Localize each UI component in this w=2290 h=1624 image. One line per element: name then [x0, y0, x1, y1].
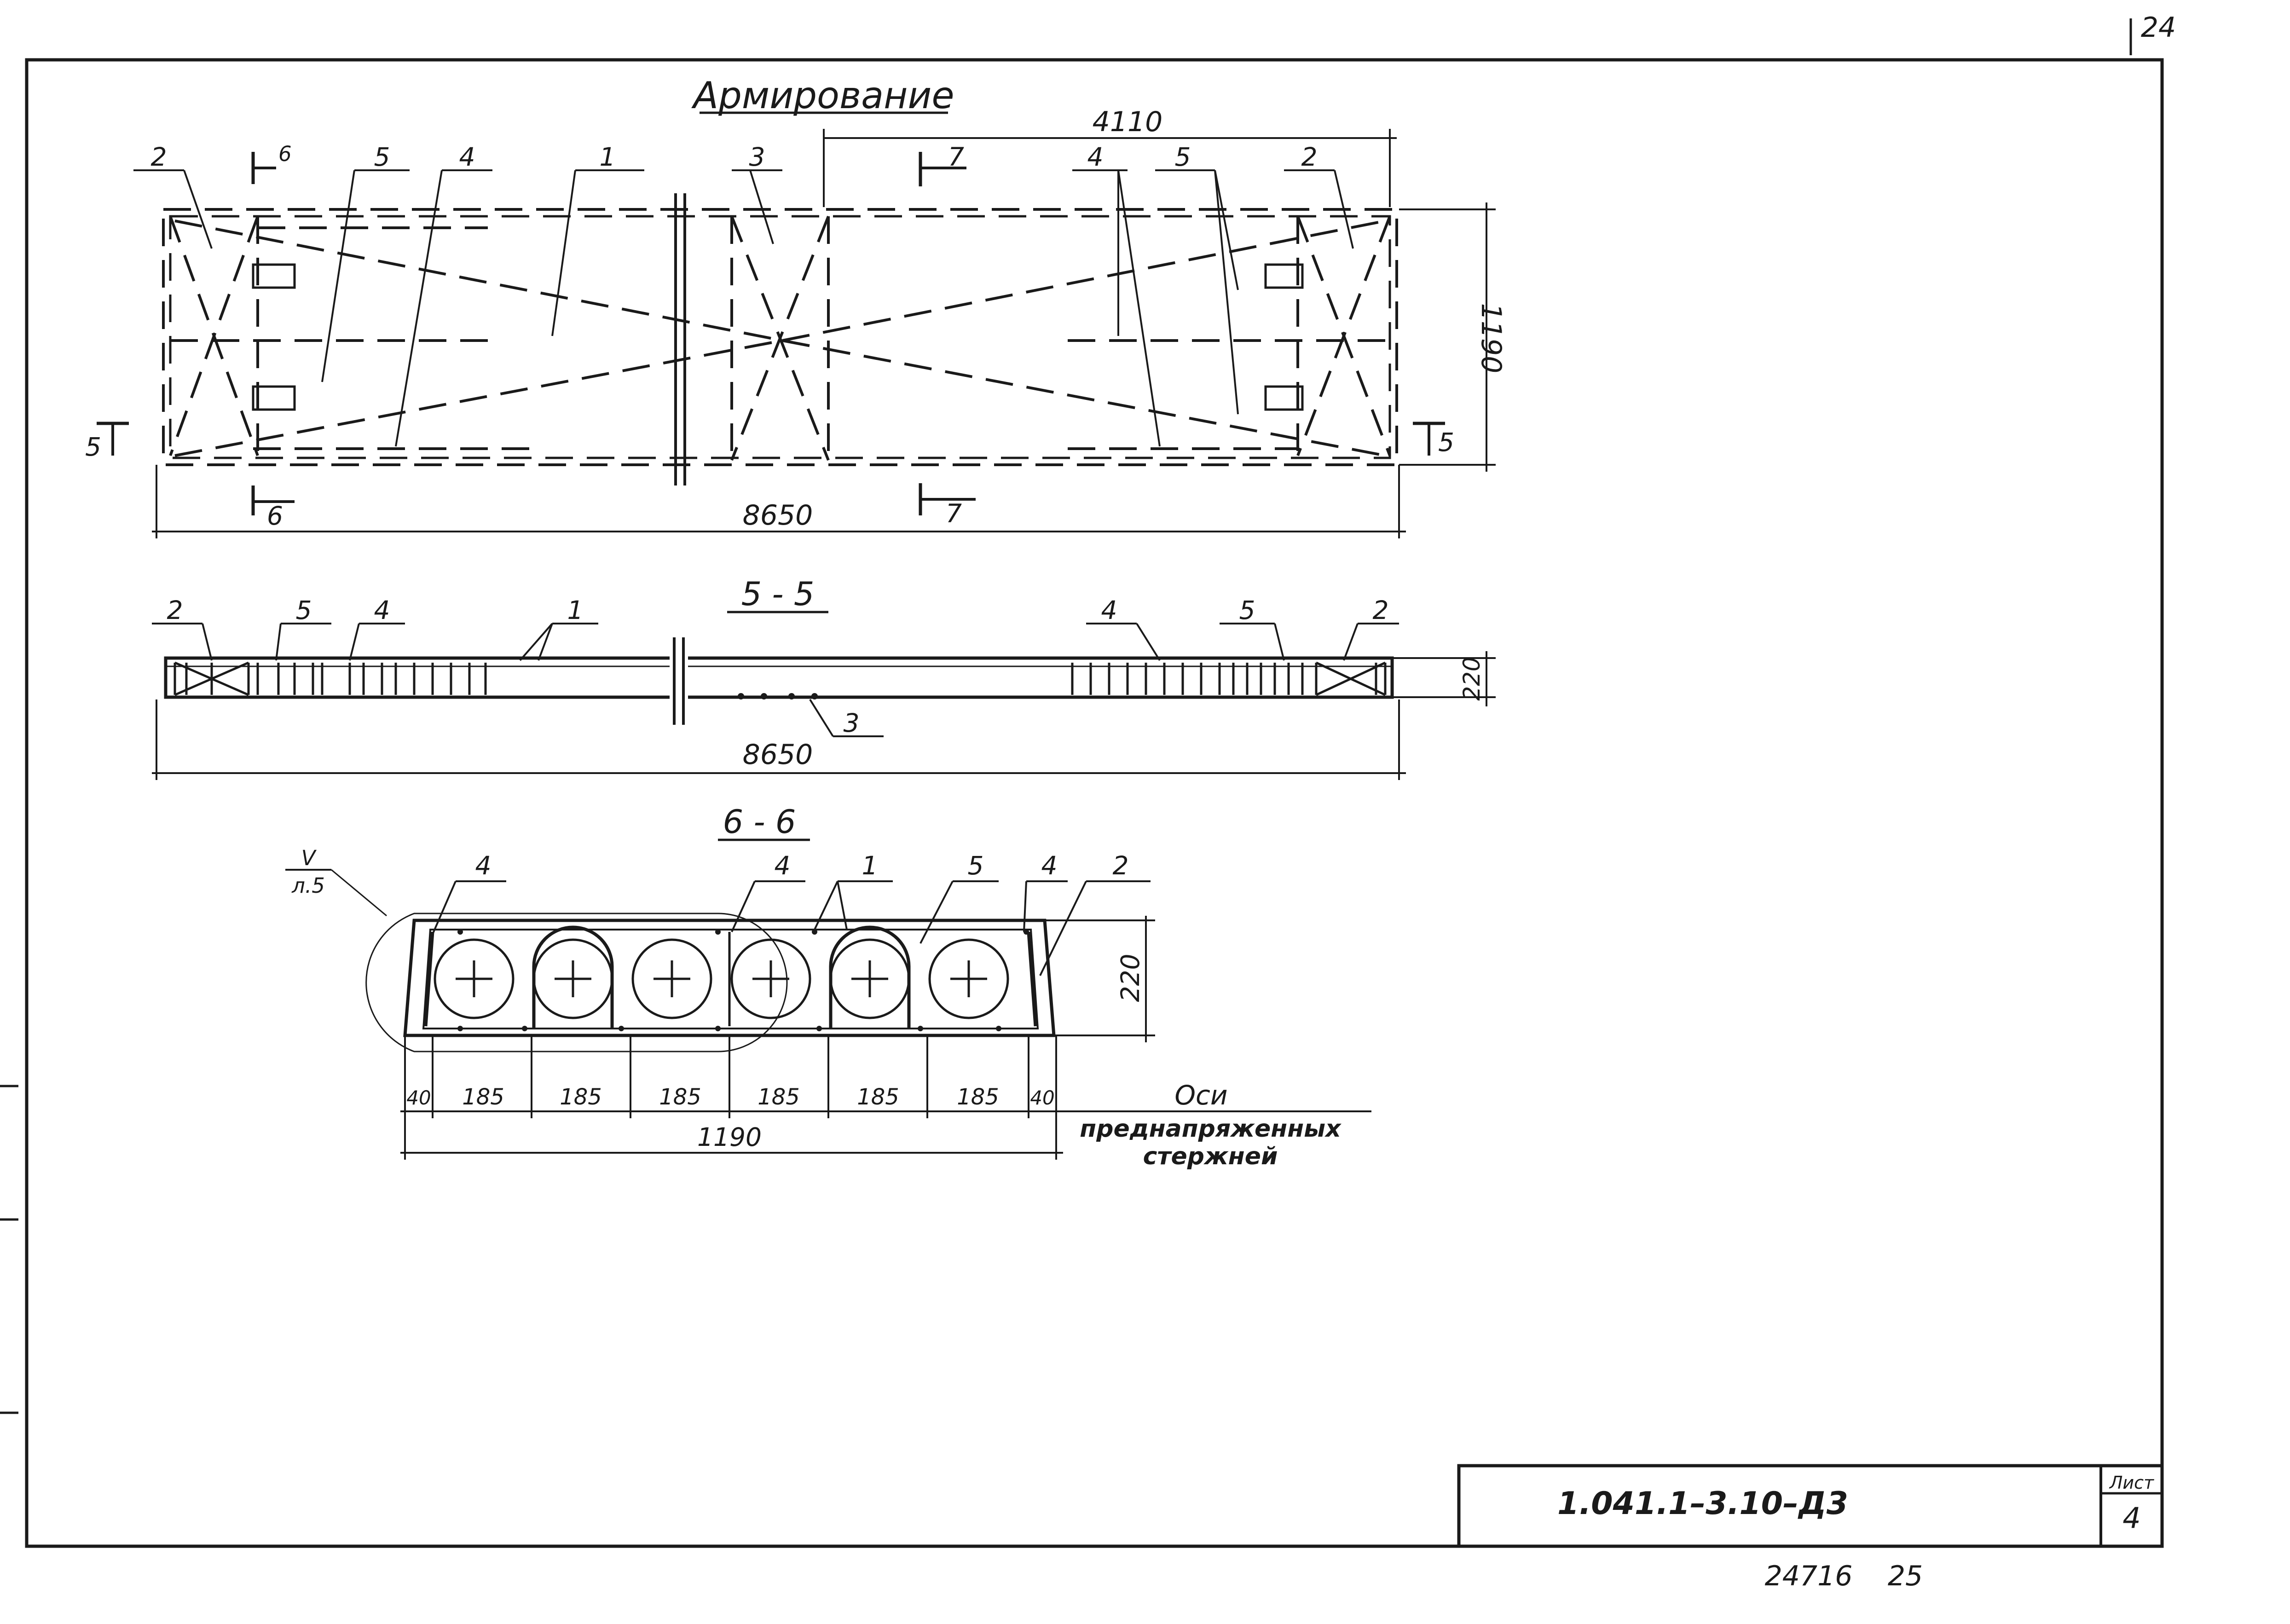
s66-label-5: 5	[968, 851, 984, 880]
s66-label-4-left: 4	[475, 851, 492, 880]
s66-dim-height: 220	[1116, 954, 1145, 1002]
svg-text:7: 7	[946, 499, 962, 528]
s55-label-4-right: 4	[1101, 595, 1117, 625]
detail-ref-bottom: л.5	[291, 873, 325, 898]
section-5-5-stirrups-right	[1071, 661, 1387, 696]
plan-label-5-right: 5	[1175, 142, 1191, 172]
axis-note-line-2: преднапряженных	[1080, 1115, 1342, 1143]
section-5-5: 5 - 5	[152, 575, 1496, 780]
spacing-1: 185	[462, 1084, 504, 1110]
s66-label-1: 1	[862, 851, 878, 880]
plan-label-5-left: 5	[374, 142, 390, 172]
cut-marker-5-right: 5	[1413, 422, 1454, 457]
s55-label-5-right: 5	[1239, 595, 1255, 625]
svg-text:5: 5	[1438, 428, 1454, 457]
hollow-cores	[434, 938, 1009, 1019]
spacing-7: 40	[1030, 1087, 1054, 1109]
plan-dim-top: 4110	[1093, 106, 1163, 138]
footer-number: 24716	[1765, 1560, 1853, 1592]
cut-marker-6-bottom: 6	[251, 485, 295, 531]
plan-label-1: 1	[600, 142, 616, 172]
plan-view: Армирование	[85, 74, 1507, 538]
s55-dim-length: 8650	[743, 739, 813, 771]
cut-marker-5-left: 5	[85, 422, 129, 462]
section-5-5-title: 5 - 5	[741, 575, 815, 613]
prestressed-bars	[457, 929, 1029, 1031]
section-6-6-title: 6 - 6	[723, 803, 796, 841]
s55-label-4-left: 4	[374, 595, 390, 625]
detail-outline	[365, 913, 788, 1052]
plan-title: Армирование	[691, 74, 954, 117]
sheet-corner-number: 24	[2141, 12, 2176, 44]
sheet-number: 4	[2122, 1501, 2140, 1535]
title-block: 1.041.1–3.10–Д3 Лист 4 24716 25	[1457, 1464, 2164, 1592]
plan-label-4-left: 4	[459, 142, 475, 172]
axis-note-line-3: стержней	[1143, 1143, 1278, 1170]
svg-text:6: 6	[267, 501, 283, 531]
s55-label-2-left: 2	[167, 595, 183, 625]
spacing-ticks	[404, 1035, 1057, 1160]
spacing-5: 185	[857, 1084, 899, 1110]
s55-dim-height: 220	[1458, 657, 1485, 700]
sheet-frame	[0, 18, 2164, 1548]
plan-label-2-left: 2	[151, 142, 167, 172]
s66-dim-total: 1190	[697, 1122, 762, 1152]
s66-label-4-right: 4	[1041, 851, 1058, 880]
cut-marker-6-top: 6	[251, 142, 292, 184]
spacing-2: 185	[560, 1084, 602, 1110]
s55-label-2-right: 2	[1373, 595, 1389, 625]
plan-label-4-right: 4	[1087, 142, 1104, 172]
s66-label-4-mid: 4	[775, 851, 791, 880]
plan-dim-length: 8650	[743, 499, 813, 532]
axis-note-line-1: Оси	[1174, 1080, 1227, 1111]
svg-text:7: 7	[948, 142, 964, 172]
cut-marker-7-top: 7	[919, 142, 966, 186]
plan-label-2-right: 2	[1301, 142, 1318, 172]
s55-label-1: 1	[567, 595, 584, 625]
s66-label-2: 2	[1113, 851, 1129, 880]
drawing-code: 1.041.1–3.10–Д3	[1557, 1485, 1848, 1522]
spacing-6: 185	[957, 1084, 999, 1110]
section-6-6: 6 - 6 V л.5	[285, 803, 1371, 1170]
s55-label-3: 3	[844, 708, 860, 738]
spacing-0: 40	[406, 1087, 431, 1109]
svg-text:5: 5	[85, 432, 101, 462]
footer-extra: 25	[1888, 1560, 1923, 1592]
s55-label-5-left: 5	[296, 595, 312, 625]
sheet-label: Лист	[2109, 1473, 2155, 1493]
spacing-4: 185	[758, 1084, 800, 1110]
cut-marker-7-bottom: 7	[919, 483, 976, 528]
section-5-5-stirrups-left	[173, 661, 487, 696]
svg-text:6: 6	[278, 142, 292, 166]
spacing-3: 185	[659, 1084, 701, 1110]
detail-ref-top: V	[301, 846, 317, 870]
plan-label-3: 3	[749, 142, 765, 172]
plan-dim-width: 1190	[1475, 303, 1507, 374]
